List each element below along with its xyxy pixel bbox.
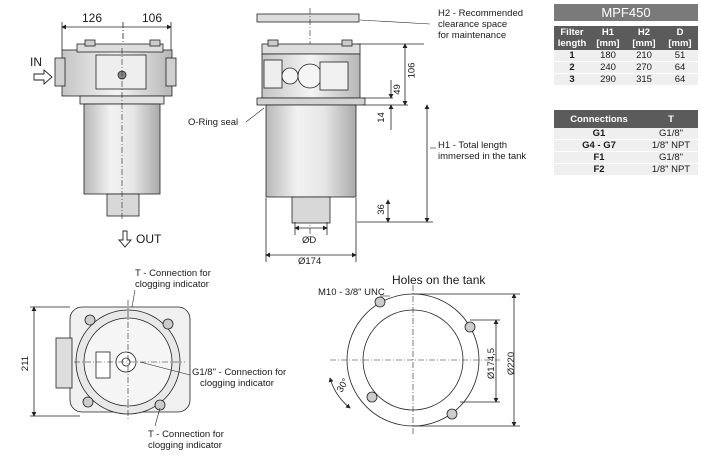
header-d: D[mm] [662, 26, 698, 50]
in-arrow-icon [33, 69, 53, 85]
t-conn-bottom-line2: clogging indicator [148, 440, 222, 451]
in-label: IN [30, 55, 42, 69]
front-view-filter [54, 22, 177, 220]
holes-title: Holes on the tank [392, 273, 486, 287]
dim-14: 14 [375, 112, 387, 123]
side-view-filter [245, 8, 436, 262]
dim-phi220: Ø220 [506, 351, 518, 376]
dim-phi1745: Ø174,5 [486, 347, 498, 380]
dim-phi174: Ø174 [298, 256, 322, 267]
h2-note-line2: clearance space [438, 19, 508, 30]
h1-note-line2: immersed in the tank [438, 151, 527, 162]
h1-note-line1: H1 - Total length [438, 140, 508, 151]
oring-label: O-Ring seal [188, 117, 239, 128]
dim-126: 126 [82, 11, 103, 25]
out-arrow-icon [118, 230, 132, 248]
t-conn-bottom-line1: T - Connection for [148, 429, 224, 440]
top-view-filter [30, 289, 191, 427]
dim-106-top: 106 [142, 11, 163, 25]
m10-label: M10 - 3/8" UNC [318, 287, 385, 298]
h2-note-line1: H2 - Recommended [438, 8, 524, 19]
dim-106-side: 106 [406, 62, 418, 79]
out-label: OUT [136, 232, 162, 246]
dim-211: 211 [20, 355, 32, 372]
model-title: MPF450 [554, 4, 698, 21]
dim-36: 36 [375, 204, 387, 215]
header-t: T [644, 110, 698, 128]
h2-note-line3: for maintenance [438, 30, 507, 41]
g18-conn-line1: G1/8" - Connection for [192, 367, 287, 378]
dim-phiD: ØD [302, 235, 317, 246]
tank-holes-view [328, 285, 520, 435]
dim-49: 49 [391, 84, 403, 95]
g18-conn-line2: clogging indicator [200, 378, 274, 389]
header-h2: H2[mm] [626, 26, 662, 50]
header-connections: Connections [554, 110, 644, 128]
t-conn-top-line2: clogging indicator [135, 279, 209, 290]
t-conn-top-line1: T - Connection for [135, 268, 211, 279]
header-h1: H1[mm] [590, 26, 626, 50]
